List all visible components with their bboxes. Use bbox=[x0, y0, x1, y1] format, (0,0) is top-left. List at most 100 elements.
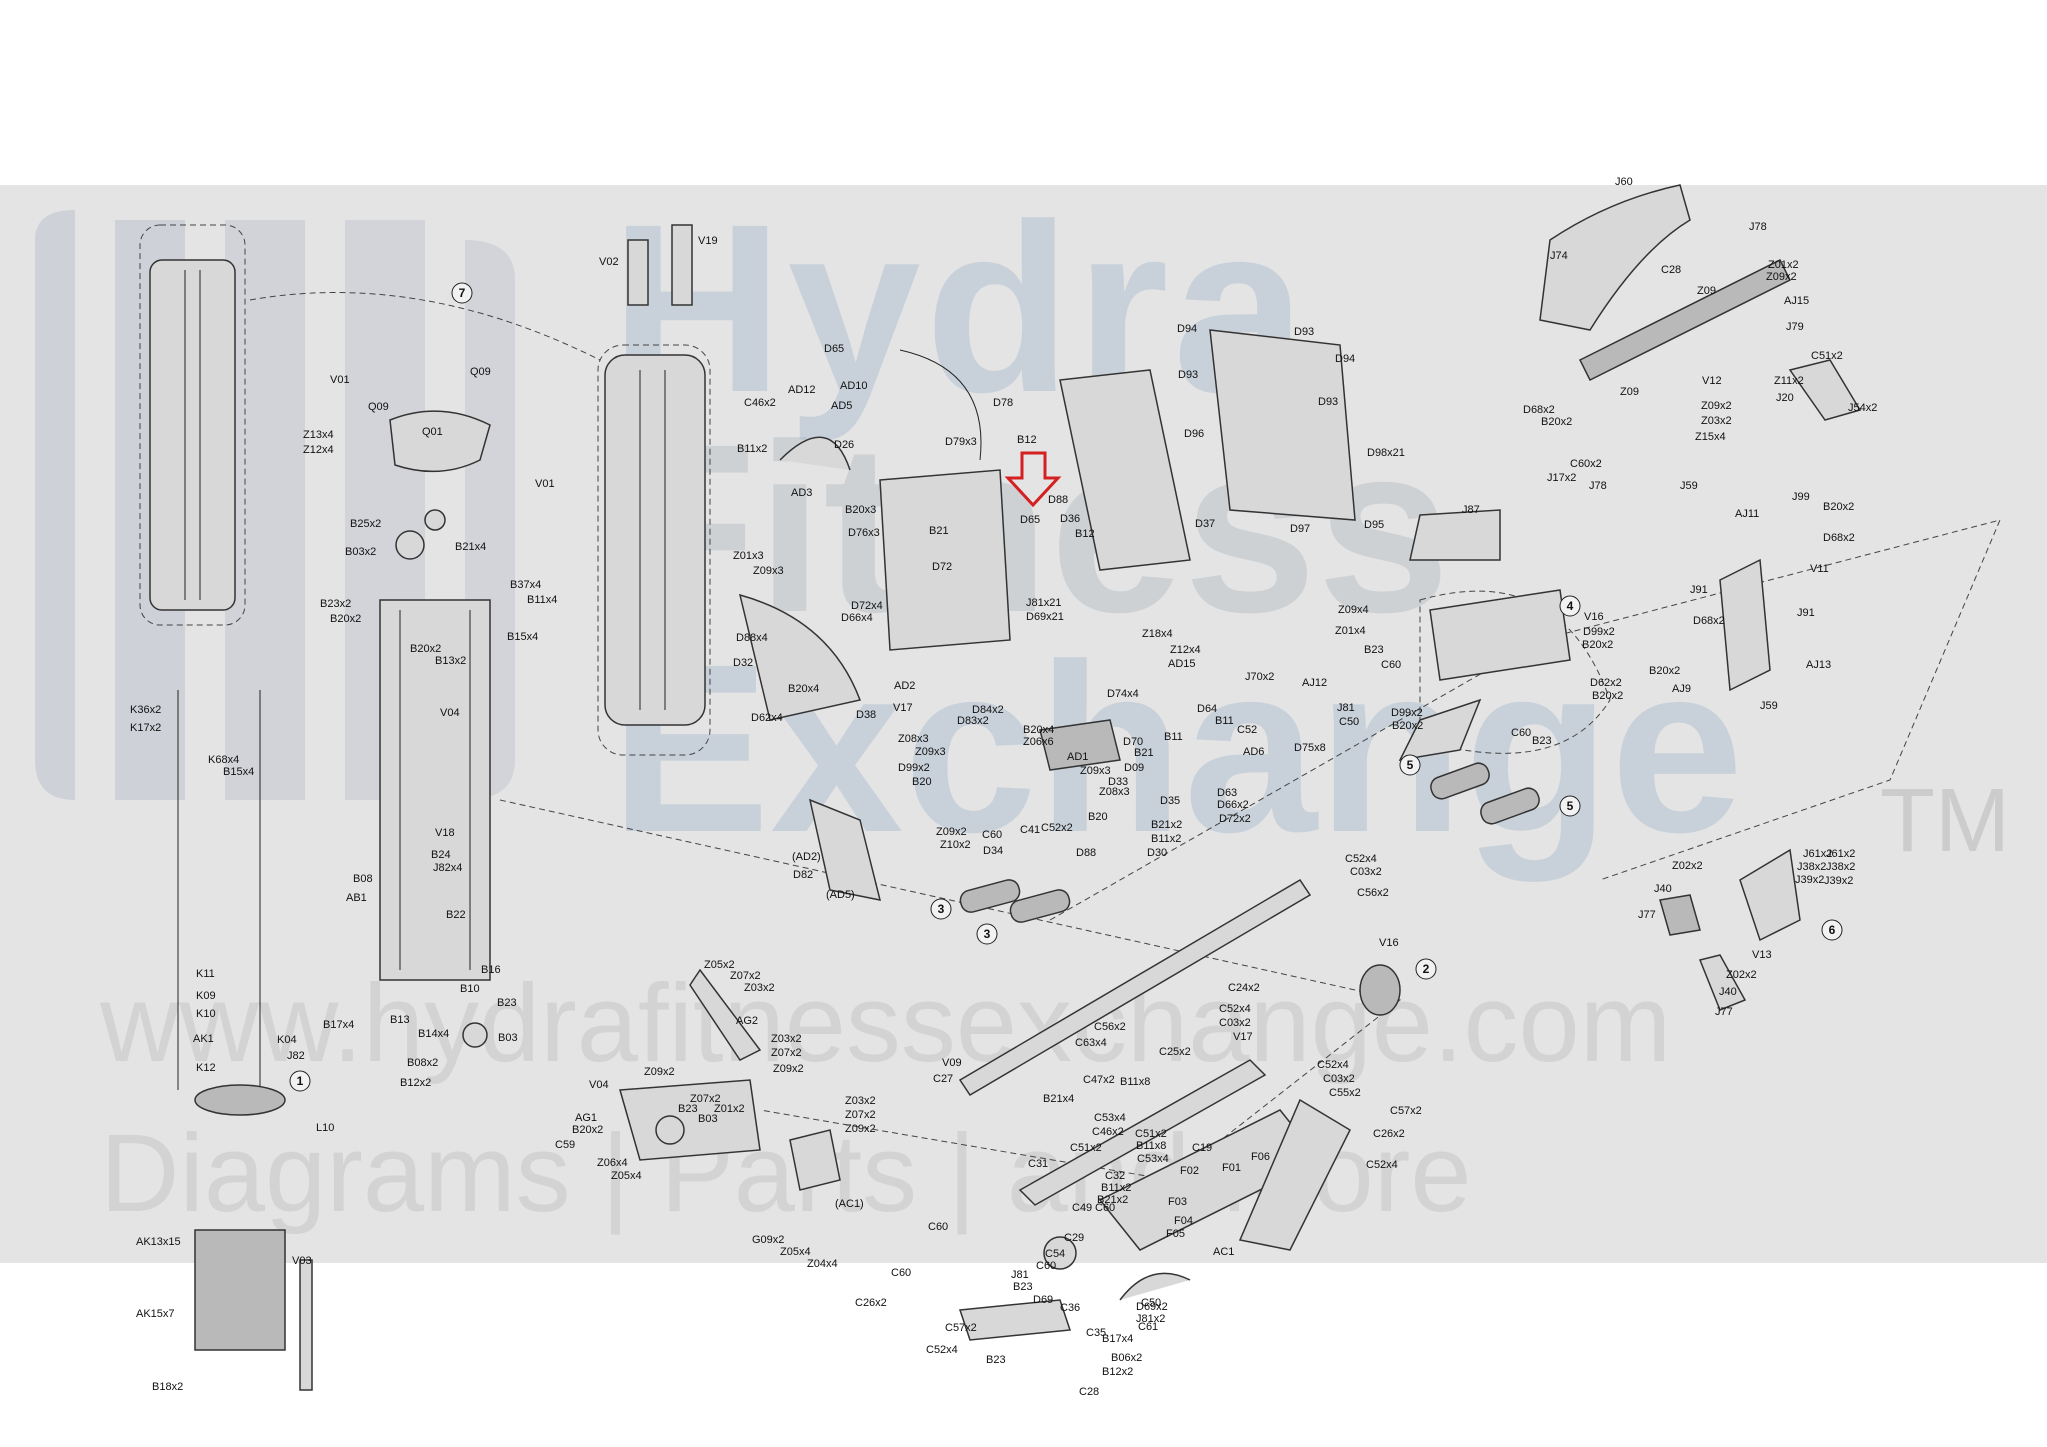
part-label: B20x2 bbox=[1392, 720, 1423, 732]
part-label: B21x2 bbox=[1151, 819, 1182, 831]
part-label: B18x2 bbox=[152, 1381, 183, 1393]
part-label: C60 bbox=[1036, 1260, 1056, 1272]
part-label: C52x4 bbox=[1317, 1059, 1349, 1071]
part-label: J81x2 bbox=[1136, 1313, 1165, 1325]
part-label: B21x2 bbox=[1097, 1194, 1128, 1206]
part-label: Z09x4 bbox=[1338, 604, 1369, 616]
part-label: F02 bbox=[1180, 1165, 1199, 1177]
part-label: Z02x2 bbox=[1726, 969, 1757, 981]
part-label: B12 bbox=[1075, 528, 1095, 540]
part-label: C51x2 bbox=[1070, 1142, 1102, 1154]
part-label: AD15 bbox=[1168, 658, 1196, 670]
part-label: V16 bbox=[1584, 611, 1604, 623]
part-label: C25x2 bbox=[1159, 1046, 1191, 1058]
part-label: C60 bbox=[1511, 727, 1531, 739]
part-label: Z09x2 bbox=[1701, 400, 1732, 412]
part-label: D76x3 bbox=[848, 527, 880, 539]
part-label: V19 bbox=[698, 235, 718, 247]
callout-number: 4 bbox=[1567, 599, 1574, 613]
part-label: C60 bbox=[891, 1267, 911, 1279]
part-label: D79x3 bbox=[945, 436, 977, 448]
callout-number: 3 bbox=[984, 927, 991, 941]
part-label: B23 bbox=[1364, 644, 1384, 656]
part-label: AD5 bbox=[831, 400, 852, 412]
part-label: J77 bbox=[1638, 909, 1656, 921]
part-label: B11x2 bbox=[1151, 833, 1181, 845]
part-label: C59 bbox=[555, 1139, 575, 1151]
part-label: Z09x2 bbox=[1766, 271, 1797, 283]
part-label: C51x2 bbox=[1135, 1128, 1167, 1140]
part-label: Z09x3 bbox=[753, 565, 784, 577]
part-label: B24 bbox=[431, 849, 451, 861]
part-label: D75x8 bbox=[1294, 742, 1326, 754]
callout-circle bbox=[1821, 919, 1843, 941]
part-label: AC1 bbox=[1213, 1246, 1234, 1258]
part-label: B11 bbox=[1215, 715, 1234, 727]
part-label: D09 bbox=[1124, 762, 1144, 774]
part-label: J81 bbox=[1337, 702, 1355, 714]
part-label: (AD2) bbox=[792, 851, 821, 863]
part-label: AD6 bbox=[1243, 746, 1264, 758]
part-label: C46x2 bbox=[744, 397, 776, 409]
part-label: D88 bbox=[1048, 494, 1068, 506]
part-label: J74 bbox=[1550, 250, 1568, 262]
part-label: C19 bbox=[1192, 1142, 1212, 1154]
callout-number: 3 bbox=[938, 902, 945, 916]
part-label: D72x2 bbox=[1219, 813, 1251, 825]
part-label: (AD5) bbox=[826, 889, 855, 901]
part-label: J39x2 bbox=[1824, 875, 1853, 887]
part-label: C32 bbox=[1105, 1170, 1125, 1182]
part-label: D69 bbox=[1033, 1294, 1053, 1306]
part-label: C60 bbox=[1381, 659, 1401, 671]
seat-assembly bbox=[738, 329, 1356, 721]
part-label: Z01x2 bbox=[1768, 259, 1799, 271]
part-label: B20x2 bbox=[1592, 690, 1623, 702]
part-label: J78 bbox=[1749, 221, 1767, 233]
part-label: C03x2 bbox=[1323, 1073, 1355, 1085]
part-label: Z05x4 bbox=[780, 1246, 811, 1258]
part-label: J40 bbox=[1719, 986, 1737, 998]
part-label: AB1 bbox=[346, 892, 367, 904]
part-label: AJ12 bbox=[1302, 677, 1327, 689]
part-label: D72 bbox=[932, 561, 952, 573]
part-label: B23 bbox=[1013, 1281, 1033, 1293]
callout-circle bbox=[1399, 754, 1421, 776]
part-label: D35 bbox=[1160, 795, 1180, 807]
part-label: D62x4 bbox=[751, 712, 783, 724]
part-label: C03x2 bbox=[1219, 1017, 1251, 1029]
part-label: C28 bbox=[1079, 1386, 1099, 1398]
part-label: J81 bbox=[1011, 1269, 1029, 1281]
part-label: C49 bbox=[1072, 1202, 1092, 1214]
part-label: D69x21 bbox=[1026, 611, 1064, 623]
part-label: C50 bbox=[1339, 716, 1359, 728]
part-label: AG1 bbox=[575, 1112, 597, 1124]
part-label: J61x2 bbox=[1826, 848, 1855, 860]
right-leg-assembly bbox=[1409, 184, 1862, 1011]
part-label: B21 bbox=[929, 525, 949, 537]
part-label: V04 bbox=[440, 707, 460, 719]
part-label: J40 bbox=[1654, 883, 1672, 895]
part-label: B20x4 bbox=[1023, 724, 1054, 736]
part-label: D97 bbox=[1290, 523, 1310, 535]
callout-number: 7 bbox=[459, 286, 466, 300]
part-label: B21x4 bbox=[1043, 1093, 1074, 1105]
callout-circle bbox=[289, 1070, 311, 1092]
part-label: D64 bbox=[1197, 703, 1217, 715]
part-label: B11x8 bbox=[1136, 1140, 1166, 1152]
part-label: J81x21 bbox=[1026, 597, 1061, 609]
part-label: K36x2 bbox=[130, 704, 161, 716]
part-label: AD12 bbox=[788, 384, 816, 396]
part-label: D98x21 bbox=[1367, 447, 1405, 459]
part-label: Z13x4 bbox=[303, 429, 334, 441]
part-label: D68x2 bbox=[1523, 404, 1555, 416]
callout-circle bbox=[451, 282, 473, 304]
part-label: F06 bbox=[1251, 1151, 1270, 1163]
part-label: AK1 bbox=[193, 1033, 214, 1045]
part-label: Z01x3 bbox=[733, 550, 764, 562]
part-label: V11 bbox=[1810, 563, 1829, 575]
part-label: Q01 bbox=[422, 426, 443, 438]
part-label: B17x4 bbox=[1102, 1333, 1133, 1345]
part-label: K68x4 bbox=[208, 754, 239, 766]
